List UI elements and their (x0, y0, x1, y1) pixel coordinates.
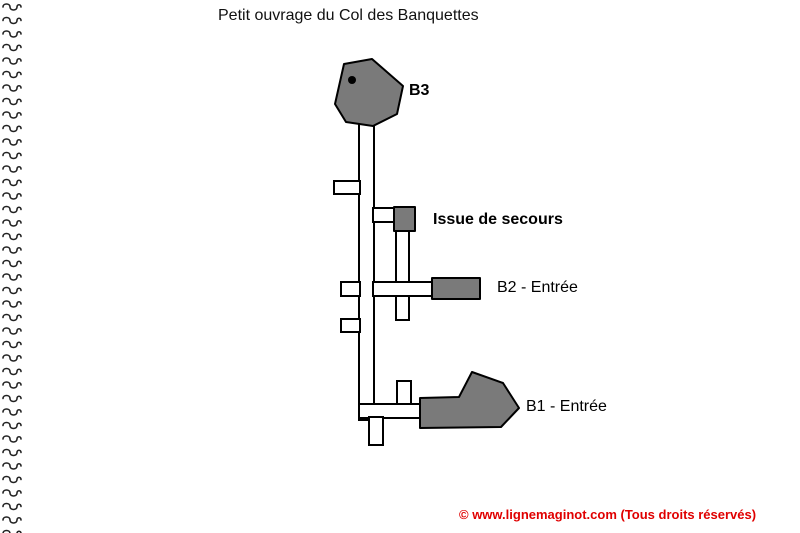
spiral-coil (2, 205, 22, 214)
label-b2: B2 - Entrée (497, 279, 578, 296)
spiral-coil (2, 286, 22, 295)
spiral-coil (2, 516, 22, 524)
spiral-coil (2, 84, 22, 92)
niche-upper-left (333, 180, 361, 195)
spiral-coil (2, 3, 22, 11)
spiral-coil (2, 97, 22, 106)
spiral-coil (2, 57, 22, 65)
notebook-spiral-binding (2, 3, 22, 533)
spiral-coil (2, 408, 22, 416)
spiral-coil (2, 246, 22, 254)
block-b3-shape (334, 58, 404, 127)
spiral-coil (2, 232, 22, 241)
spiral-coil (2, 529, 22, 533)
spiral-coil (2, 300, 22, 308)
block-b1-shape (419, 371, 520, 429)
spiral-coil (2, 435, 22, 443)
spiral-coil (2, 327, 22, 335)
spiral-coil (2, 165, 22, 173)
block-emergency-exit-shape (393, 206, 416, 232)
spiral-coil (2, 124, 22, 133)
niche-middle-left (340, 281, 361, 297)
spiral-coil (2, 367, 22, 376)
niche-lower-right (396, 380, 412, 406)
spiral-coil (2, 192, 22, 200)
gallery-right-vertical (395, 219, 410, 321)
niche-lower-left (340, 318, 361, 333)
label-emergency-exit: Issue de secours (433, 211, 563, 228)
spiral-coil (2, 489, 22, 497)
spiral-coil (2, 259, 22, 268)
gallery-b2 (372, 281, 434, 297)
main-gallery (358, 123, 375, 421)
spiral-coil (2, 273, 22, 281)
spiral-coil (2, 475, 22, 484)
spiral-coil (2, 178, 22, 187)
spiral-coil (2, 340, 22, 349)
spiral-coil (2, 502, 22, 511)
spiral-coil (2, 381, 22, 389)
spiral-coil (2, 219, 22, 227)
spiral-coil (2, 138, 22, 146)
spiral-coil (2, 421, 22, 430)
b3-observation-dot (348, 76, 356, 84)
spiral-coil (2, 313, 22, 322)
gallery-b1 (358, 403, 422, 419)
spiral-coil (2, 354, 22, 362)
spiral-coil (2, 462, 22, 470)
label-b3: B3 (409, 82, 430, 99)
spiral-coil (2, 43, 22, 52)
label-b1: B1 - Entrée (526, 398, 607, 415)
diagram-title: Petit ouvrage du Col des Banquettes (218, 7, 479, 24)
gallery-bottom-stub (368, 416, 384, 446)
spiral-coil (2, 30, 22, 38)
spiral-coil (2, 70, 22, 79)
spiral-coil (2, 151, 22, 160)
spiral-coil (2, 16, 22, 25)
block-b2-shape (431, 277, 481, 300)
spiral-coil (2, 394, 22, 403)
spiral-coil (2, 448, 22, 457)
copyright-notice: © www.lignemaginot.com (Tous droits rése… (459, 507, 757, 522)
spiral-coil (2, 111, 22, 119)
